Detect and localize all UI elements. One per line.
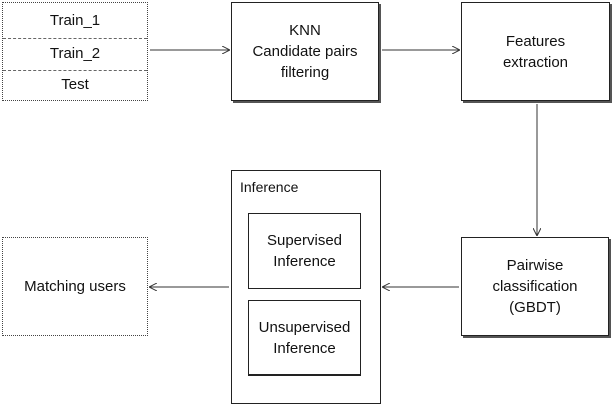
dataset-separator xyxy=(3,70,147,71)
pairwise-line-2: classification xyxy=(492,278,578,295)
supervised-line-1: Supervised xyxy=(266,232,343,249)
knn-line-2: Candidate pairs xyxy=(252,43,358,60)
pairwise-classification-box: Pairwise classification (GBDT) xyxy=(461,237,609,336)
dataset-test: Test xyxy=(61,76,89,93)
dataset-box: Train_1 Train_2 Test xyxy=(2,2,148,101)
unsupervised-line-2: Inference xyxy=(273,340,336,357)
unsupervised-inference-box: Unsupervised Inference xyxy=(248,300,361,376)
features-line-1: Features xyxy=(505,32,566,50)
inference-title: Inference xyxy=(240,179,299,195)
features-line-2: extraction xyxy=(502,53,569,71)
features-extraction-box: Features extraction xyxy=(461,2,610,101)
dataset-separator xyxy=(3,38,147,39)
knn-filtering-box: KNN Candidate pairs filtering xyxy=(231,2,379,101)
matching-users-label: Matching users xyxy=(24,278,126,295)
supervised-line-2: Inference xyxy=(273,253,336,270)
knn-line-3: filtering xyxy=(280,64,330,81)
knn-line-1: KNN xyxy=(289,22,321,39)
dataset-train-1: Train_1 xyxy=(49,12,101,29)
pairwise-line-3: (GBDT) xyxy=(509,299,561,316)
pairwise-line-1: Pairwise xyxy=(506,257,564,274)
dataset-train-2: Train_2 xyxy=(49,45,101,62)
matching-users-box: Matching users xyxy=(2,237,148,336)
unsupervised-line-1: Unsupervised xyxy=(258,319,351,336)
supervised-inference-box: Supervised Inference xyxy=(248,213,361,289)
